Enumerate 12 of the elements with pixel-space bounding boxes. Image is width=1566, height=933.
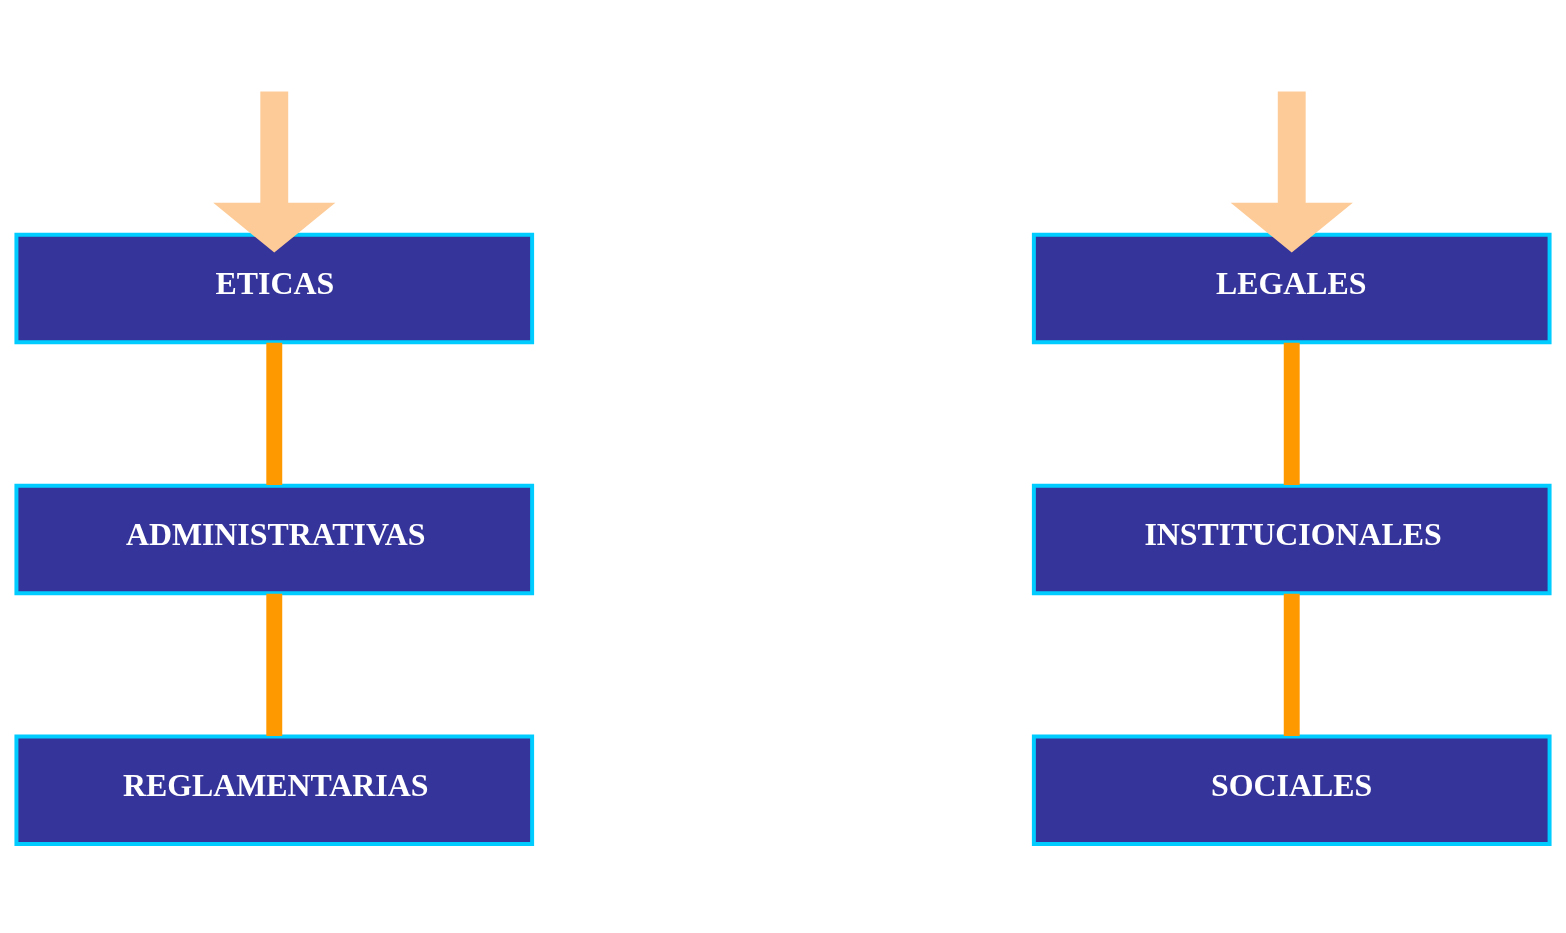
connector [266, 593, 283, 736]
arrow [1230, 91, 1353, 253]
node-box: REGLAMENTARIAS [14, 734, 535, 846]
node-box: ETICAS [14, 232, 535, 344]
node-box: LEGALES [1031, 232, 1552, 344]
connector [1283, 342, 1300, 485]
arrow [213, 91, 336, 253]
node-box: INSTITUCIONALES [1031, 483, 1552, 595]
connector [1283, 593, 1300, 736]
connector [266, 342, 283, 485]
node-box: ADMINISTRATIVAS [14, 483, 535, 595]
node-box: SOCIALES [1031, 734, 1552, 846]
